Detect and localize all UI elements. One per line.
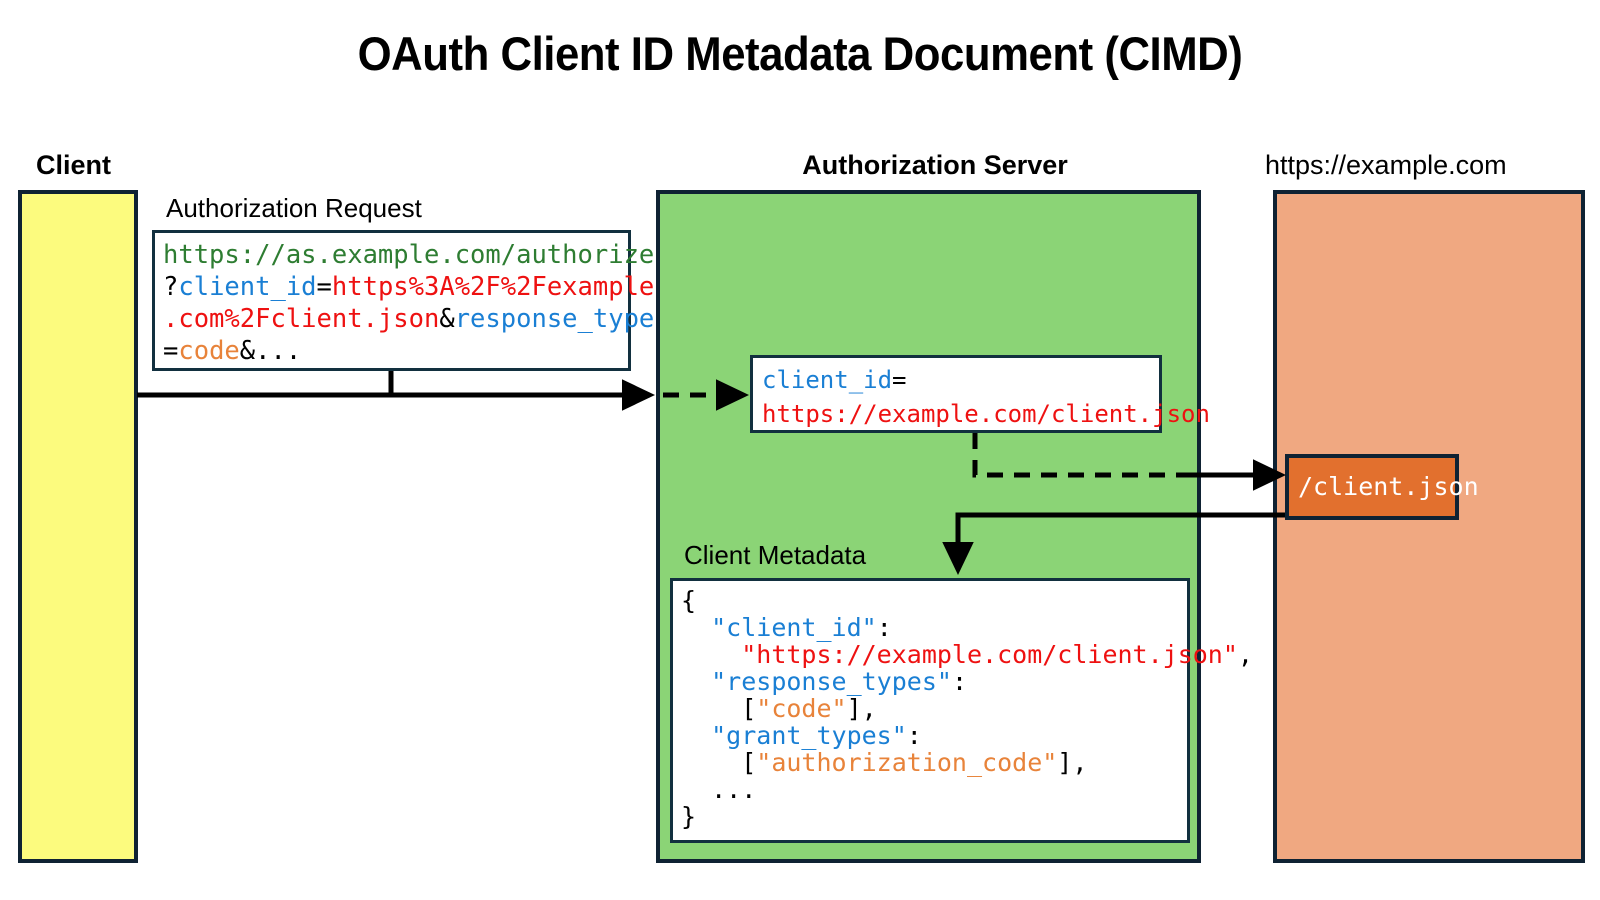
authorization-request-label: Authorization Request xyxy=(166,193,422,223)
code-token: code xyxy=(178,336,240,366)
code-token: [ xyxy=(681,748,757,777)
lane-example-com xyxy=(1273,190,1585,863)
code-token: "code" xyxy=(756,694,847,723)
code-token: : xyxy=(951,667,967,696)
code-token: "client_id" xyxy=(711,613,877,642)
parsed-client-id-box: client_id= https://example.com/client.js… xyxy=(750,355,1210,433)
code-token: client_id xyxy=(178,272,317,302)
code-token: "authorization_code" xyxy=(756,748,1058,777)
column-header-example-com: https://example.com xyxy=(1265,150,1507,180)
code-token: https://example.com/client.json xyxy=(762,400,1210,428)
authorization-request-code-box: https://as.example.com/authorize ?client… xyxy=(152,230,654,371)
code-token xyxy=(681,667,711,696)
code-token: ... xyxy=(681,775,757,804)
code-token xyxy=(681,613,711,642)
code-token: , xyxy=(1237,640,1253,669)
code-token: } xyxy=(681,802,697,831)
code-token: "grant_types" xyxy=(711,721,907,750)
code-token xyxy=(681,721,711,750)
code-token: &... xyxy=(239,336,302,366)
page-title: OAuth Client ID Metadata Document (CIMD) xyxy=(357,27,1243,80)
code-token: ], xyxy=(846,694,877,723)
code-token: { xyxy=(681,586,697,615)
code-token: .com%2Fclient.json xyxy=(163,304,440,334)
column-header-client: Client xyxy=(36,150,112,180)
code-token: "https://example.com/client.json" xyxy=(741,640,1238,669)
code-token: "response_types" xyxy=(711,667,952,696)
code-token: = xyxy=(163,336,179,366)
code-token: client_id xyxy=(762,366,893,394)
column-header-authorization-server: Authorization Server xyxy=(802,150,1068,180)
code-token: & xyxy=(439,304,455,334)
code-token: : xyxy=(906,721,922,750)
code-token: https%3A%2F%2Fexample xyxy=(331,272,655,302)
code-token: ? xyxy=(163,272,179,302)
code-token: response_type xyxy=(454,304,655,334)
lane-client xyxy=(18,190,138,863)
code-token xyxy=(681,640,741,669)
client-json-resource[interactable]: /client.json xyxy=(1285,454,1479,520)
arrow-client-to-as xyxy=(137,371,656,411)
code-token: = xyxy=(316,272,332,302)
code-token: https://as.example.com/authorize xyxy=(163,240,655,270)
code-token: = xyxy=(892,366,907,394)
code-token: ], xyxy=(1057,748,1088,777)
code-token: : xyxy=(876,613,892,642)
client-metadata-code-box: { "client_id": "https://example.com/clie… xyxy=(670,578,1253,843)
code-token: [ xyxy=(681,694,757,723)
client-metadata-label: Client Metadata xyxy=(684,540,867,570)
